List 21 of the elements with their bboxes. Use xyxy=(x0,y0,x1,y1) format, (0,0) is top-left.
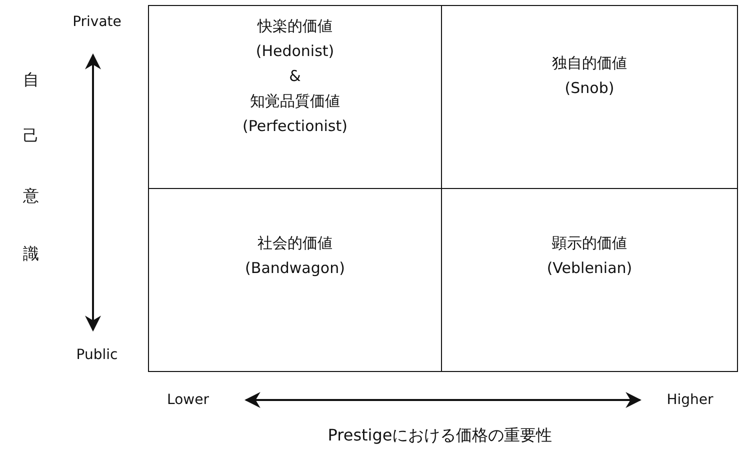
quadrant-title: 快楽的価値 xyxy=(258,16,332,37)
quadrant-subtitle: (Hedonist) xyxy=(256,41,334,62)
quadrant-title: 顕示的価値 xyxy=(552,233,627,254)
axis-label: Higher xyxy=(666,392,714,408)
quadrant-title: 独自的価値 xyxy=(552,53,627,74)
quadrant-box xyxy=(148,188,442,372)
axis-title: 自己意識 xyxy=(21,58,41,290)
quadrant-subtitle: (Bandwagon) xyxy=(245,258,345,279)
axis-label: Lower xyxy=(167,392,209,408)
quadrant-title: 知覚品質価値 xyxy=(250,91,340,112)
quadrant-title: 社会的価値 xyxy=(258,233,332,254)
axis-title: Prestigeにおける価格の重要性 xyxy=(328,426,552,446)
quadrant-subtitle: (Veblenian) xyxy=(546,258,632,279)
quadrant-box xyxy=(148,5,442,189)
quadrant-box xyxy=(441,5,738,189)
quadrant-subtitle: (Snob) xyxy=(564,78,614,99)
axis-label: Private xyxy=(72,14,122,30)
axis-label: Public xyxy=(76,347,118,363)
ampersand: & xyxy=(289,66,301,87)
quadrant-subtitle: (Perfectionist) xyxy=(242,116,348,137)
quadrant-box xyxy=(441,188,738,372)
